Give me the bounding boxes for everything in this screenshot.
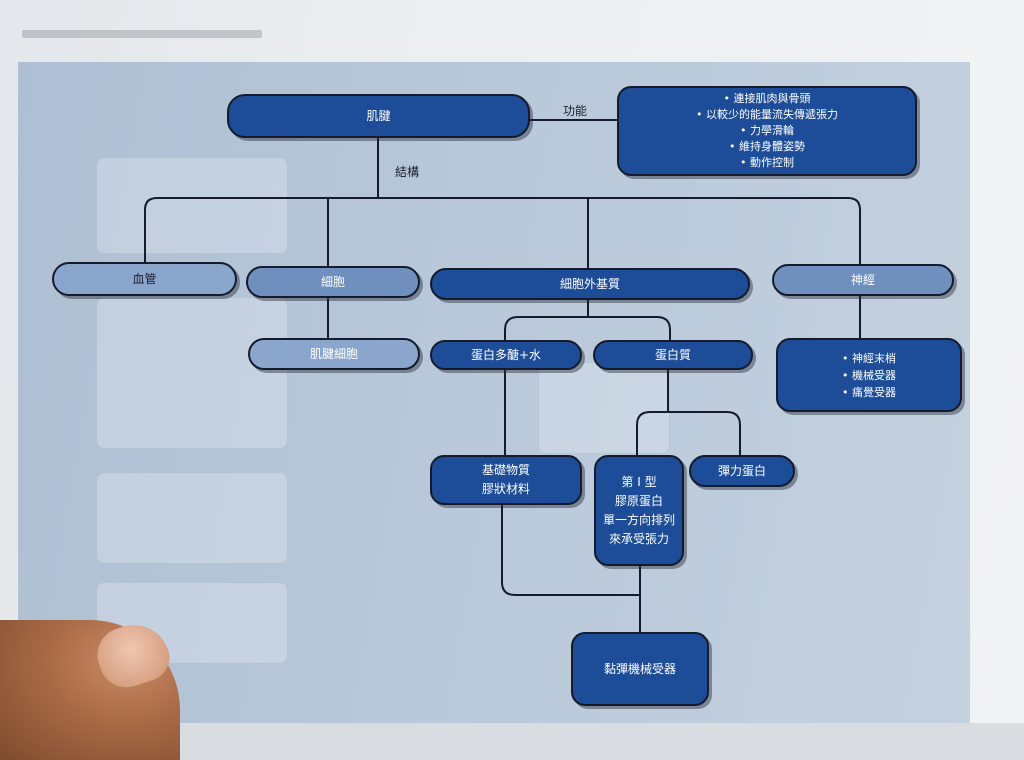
node-protein-label: 蛋白質 bbox=[654, 347, 691, 362]
node-ecm-label: 細胞外基質 bbox=[559, 276, 620, 291]
node-proteoglycan-water: 蛋白多醣+水 bbox=[430, 340, 582, 370]
node-tenocytes-label: 肌腱細胞 bbox=[309, 346, 358, 361]
node-proteoglycan-label: 蛋白多醣+水 bbox=[470, 347, 542, 362]
faded-header-text bbox=[22, 30, 262, 38]
collagen-line: 單一方向排列 bbox=[602, 512, 675, 527]
ghost-box bbox=[96, 472, 288, 564]
node-elastin-label: 彈力蛋白 bbox=[717, 463, 766, 478]
node-type-i-collagen: 第 I 型 膠原蛋白 單一方向排列 來承受張力 bbox=[594, 455, 684, 566]
node-vessels-label: 血管 bbox=[132, 271, 157, 286]
collagen-line: 來承受張力 bbox=[608, 531, 669, 546]
function-item: 連接肌肉與骨頭 bbox=[696, 91, 838, 107]
nerve-item: 機械受器 bbox=[842, 367, 896, 384]
ghost-box bbox=[96, 157, 288, 254]
node-vessels: 血管 bbox=[52, 262, 237, 296]
node-nerve-endings-box: 神經末梢 機械受器 痛覺受器 bbox=[776, 338, 962, 412]
node-function-box: 連接肌肉與骨頭 以較少的能量流失傳遞張力 力學滑輪 維持身體姿勢 動作控制 bbox=[617, 86, 917, 176]
ghost-box bbox=[96, 297, 288, 449]
node-tenocytes: 肌腱細胞 bbox=[248, 338, 420, 370]
node-cells-label: 細胞 bbox=[320, 274, 345, 289]
diagram-connectors bbox=[144, 119, 861, 632]
ghost-box bbox=[96, 582, 288, 664]
collagen-line: 第 I 型 bbox=[621, 474, 657, 489]
function-item: 以較少的能量流失傳遞張力 bbox=[696, 107, 838, 123]
node-viscoelastic-label: 黏彈機械受器 bbox=[603, 661, 676, 676]
node-protein: 蛋白質 bbox=[593, 340, 753, 370]
ground-substance-line: 膠狀材料 bbox=[481, 482, 530, 496]
function-item: 力學滑輪 bbox=[696, 123, 838, 139]
node-tendon-label: 肌腱 bbox=[366, 108, 391, 123]
node-nerves-label: 神經 bbox=[850, 272, 875, 287]
function-item: 動作控制 bbox=[696, 155, 838, 171]
function-item: 維持身體姿勢 bbox=[696, 139, 838, 155]
node-viscoelastic-mechanoreceptor: 黏彈機械受器 bbox=[571, 632, 709, 706]
ghost-box bbox=[538, 362, 670, 454]
edge-label-function: 功能 bbox=[563, 104, 588, 118]
ground-substance-line: 基礎物質 bbox=[481, 463, 530, 477]
node-elastin: 彈力蛋白 bbox=[689, 455, 795, 487]
node-extracellular-matrix: 細胞外基質 bbox=[430, 268, 750, 300]
nerve-item: 神經末梢 bbox=[842, 350, 896, 367]
nerve-item: 痛覺受器 bbox=[842, 384, 896, 401]
node-cells: 細胞 bbox=[246, 266, 420, 298]
node-ground-substance: 基礎物質 膠狀材料 bbox=[430, 455, 582, 505]
node-nerves: 神經 bbox=[772, 264, 954, 296]
edge-label-structure: 結構 bbox=[395, 165, 420, 179]
collagen-line: 膠原蛋白 bbox=[614, 493, 663, 508]
book-page: 肌腱 功能 結構 連接肌肉與骨頭 以較少的能量流失傳遞張力 力學滑輪 維持身體姿… bbox=[0, 0, 1024, 723]
node-tendon: 肌腱 bbox=[227, 94, 530, 138]
